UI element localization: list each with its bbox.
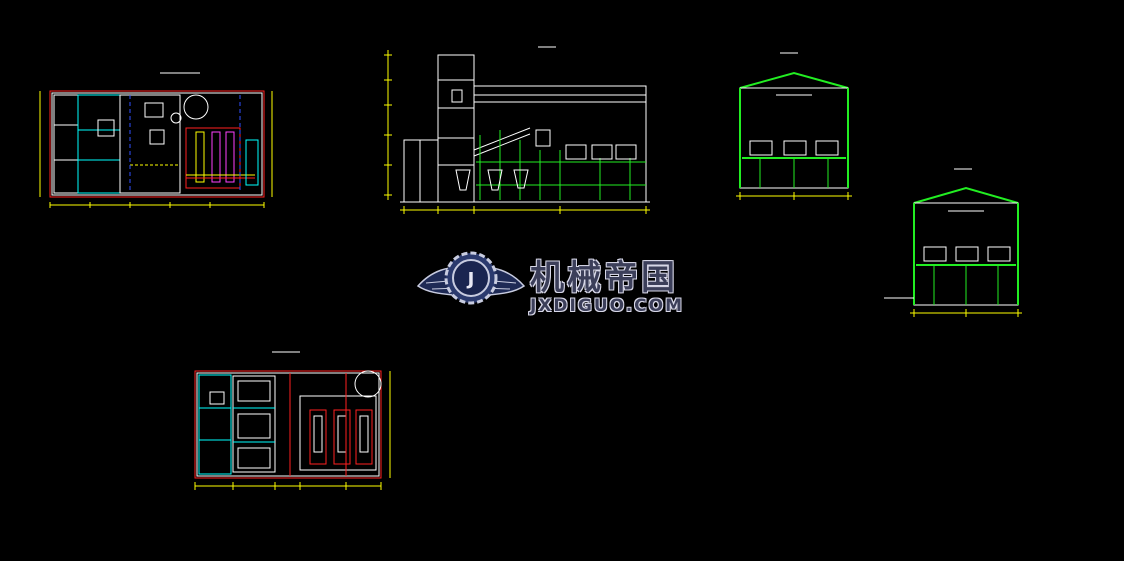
- section-main: [384, 46, 650, 214]
- section-gable-1: [736, 52, 852, 200]
- svg-text:J: J: [466, 269, 475, 290]
- plan-top-left: [39, 72, 273, 208]
- winged-gear-logo-icon: J: [416, 251, 526, 305]
- watermark-name-cn: 机械帝国: [530, 258, 678, 298]
- watermark-text: 机械帝国 JXDIGUO.COM: [530, 250, 710, 316]
- plan-bottom: [194, 351, 391, 490]
- watermark-name-en: JXDIGUO.COM: [530, 296, 685, 316]
- section-gable-2: [884, 168, 1022, 317]
